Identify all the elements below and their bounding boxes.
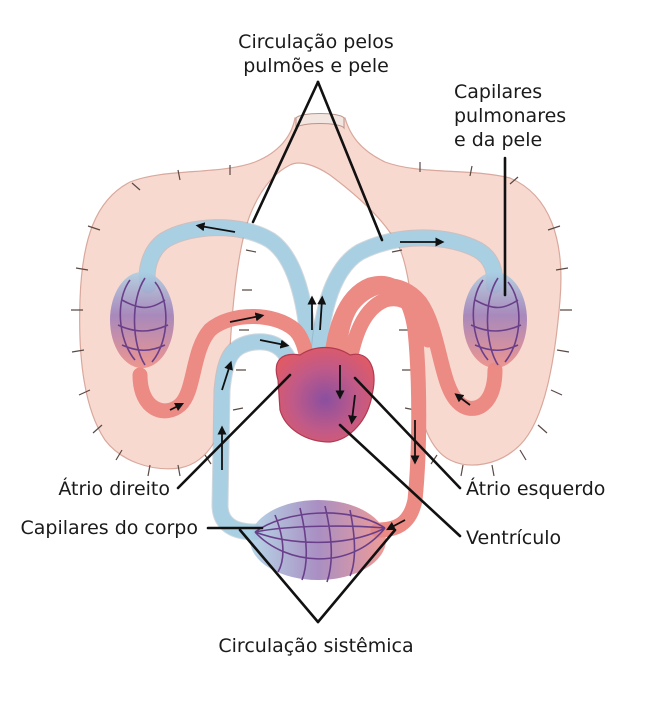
label-capillaries-line1: Capilares [454,81,542,103]
label-capillaries-line2: pulmonares [454,105,566,127]
oxygen-poor-vessels [138,219,503,541]
label-top-line1: Circulação pelos [238,31,394,53]
aorta-arch [322,276,427,538]
label-ventricle: Ventrículo [466,527,561,549]
left-pulmonary-vein [132,309,316,419]
label-left-atrium: Átrio esquerdo [466,477,605,500]
flow-arrows [169,222,471,531]
label-right-atrium: Átrio direito [58,477,170,500]
label-capillaries-line3: e da pele [454,129,542,151]
label-body-capillaries: Capilares do corpo [21,517,199,539]
leader-lines [176,80,507,624]
label-systemic: Circulação sistêmica [218,635,413,657]
right-lung-capillaries [463,272,527,368]
label-top-line2: pulmões e pele [243,55,389,77]
body-capillaries [250,500,386,583]
left-lung-capillaries [110,272,174,368]
vena-cava [212,334,300,540]
heart-shape [275,346,375,443]
right-pulmonary-artery [310,230,502,393]
tissue-edge-ticks [71,162,572,477]
labels: Circulação pelos pulmões e pele Capilare… [21,31,606,657]
heart [275,346,375,443]
left-pulmonary-artery [139,220,318,393]
